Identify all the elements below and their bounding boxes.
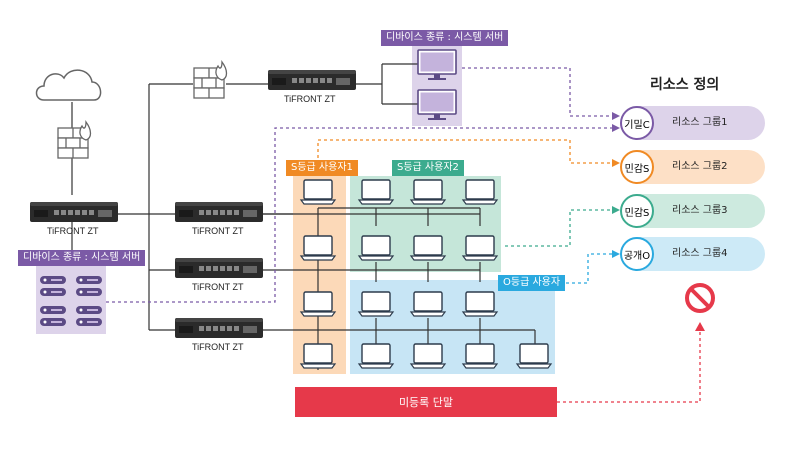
switch-core-label: TiFRONT ZT	[47, 226, 99, 236]
laptop-icon	[358, 235, 394, 261]
device-type-tag-top: 디바이스 종류 : 시스템 서버	[381, 30, 509, 46]
laptop-icon	[462, 343, 498, 369]
resource-group-4-label: 리소스 그룹4	[672, 248, 728, 259]
laptop-icon	[462, 235, 498, 261]
laptop-icon	[300, 179, 336, 205]
laptop-icon	[410, 179, 446, 205]
server-icon	[76, 306, 102, 314]
server-icon	[76, 276, 102, 284]
laptop-icon	[300, 235, 336, 261]
switch-2-icon	[175, 258, 263, 278]
purple-link-left	[106, 127, 612, 303]
laptop-icon	[358, 291, 394, 317]
laptop-icon	[300, 291, 336, 317]
laptop-icon	[410, 343, 446, 369]
switch-1-label: TiFRONT ZT	[192, 226, 244, 236]
cloud-icon	[35, 69, 102, 101]
user-group-s1-tag: S등급 사용자1	[286, 160, 358, 176]
unregistered-devices-bar: 미등록 단말	[295, 387, 557, 417]
orange-link	[317, 139, 612, 170]
server-icon	[40, 318, 66, 326]
laptop-icon	[358, 343, 394, 369]
firewall-left-icon	[57, 121, 92, 159]
red-link	[557, 330, 701, 403]
green-link	[505, 209, 612, 247]
resource-group-3-label: 리소스 그룹3	[672, 205, 728, 216]
laptop-icon	[410, 235, 446, 261]
resource-group-1-badge: 기밀C	[620, 106, 654, 140]
resource-group-2-badge: 민감S	[620, 150, 654, 184]
laptop-icon	[358, 179, 394, 205]
user-group-o-tag: O등급 사용자	[498, 275, 566, 291]
firewall-top-icon	[193, 61, 228, 99]
resource-group-2-label: 리소스 그룹2	[672, 161, 728, 172]
resource-definition-title: 리소스 정의	[650, 77, 720, 93]
server-icon	[40, 276, 66, 284]
device-type-tag-left: 디바이스 종류 : 시스템 서버	[18, 250, 146, 266]
server-icon	[76, 318, 102, 326]
server-icon	[40, 306, 66, 314]
resource-group-1-label: 리소스 그룹1	[672, 117, 728, 128]
laptop-icon	[462, 291, 498, 317]
prohibited-icon	[685, 283, 715, 313]
server-icon	[76, 288, 102, 296]
blue-link	[560, 253, 612, 284]
resource-group-4-badge: 공개O	[620, 237, 654, 271]
purple-link-top	[462, 67, 612, 117]
switch-1-icon	[175, 202, 263, 222]
server-icon	[40, 288, 66, 296]
laptop-icon	[300, 343, 336, 369]
switch-core-icon	[30, 202, 118, 222]
laptop-icon	[462, 179, 498, 205]
switch-3-label: TiFRONT ZT	[192, 342, 244, 352]
switch-2-label: TiFRONT ZT	[192, 282, 244, 292]
s1-area	[293, 176, 346, 374]
user-group-s2-tag: S등급 사용자2	[392, 160, 464, 176]
resource-group-3-badge: 민감S	[620, 194, 654, 228]
switch-3-icon	[175, 318, 263, 338]
laptop-icon	[516, 343, 552, 369]
switch-top-label: TiFRONT ZT	[284, 94, 336, 104]
switch-top-icon	[268, 70, 356, 90]
laptop-icon	[410, 291, 446, 317]
